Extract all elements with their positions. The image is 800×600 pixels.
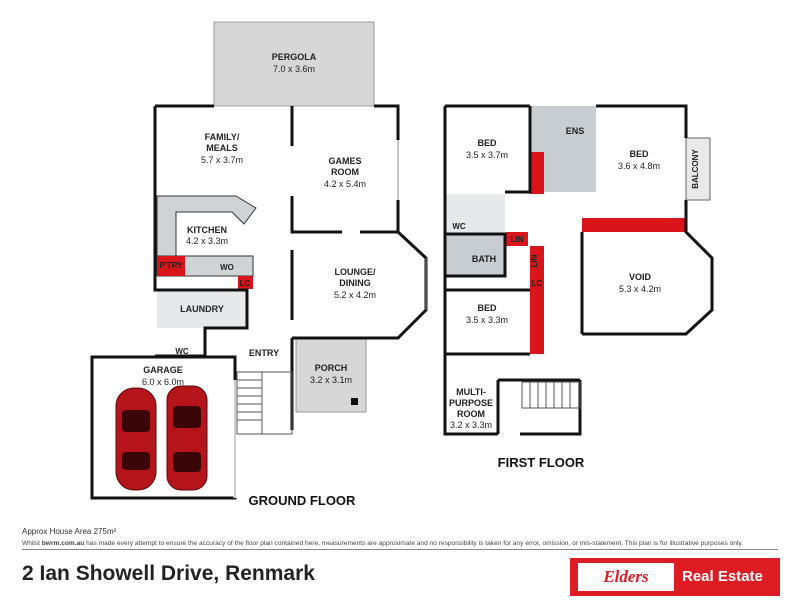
- ground-linen-block: [238, 276, 253, 289]
- wo-label: WO: [220, 263, 234, 272]
- kitchen-label: KITCHEN: [187, 225, 227, 235]
- real-estate-label: Real Estate: [682, 568, 763, 585]
- bed2-label: BED: [629, 149, 649, 159]
- ground-floor-title: GROUND FLOOR: [249, 493, 356, 508]
- multi-label: MULTI-: [456, 387, 486, 397]
- entry-label: ENTRY: [249, 348, 279, 358]
- family-label-2: MEALS: [206, 143, 238, 153]
- pergola-label: PERGOLA: [272, 52, 317, 62]
- bed3-size: 3.5 x 3.3m: [466, 315, 508, 325]
- pergola-area: [213, 21, 375, 107]
- first-floor-title: FIRST FLOOR: [498, 455, 585, 470]
- lin2-block: [530, 246, 544, 276]
- lin2-label: LIN: [530, 254, 539, 267]
- lc-label: LC: [240, 279, 251, 288]
- disclaimer: Whilst bwrm.com.au has made every attemp…: [22, 540, 743, 547]
- kitchen-size: 4.2 x 3.3m: [186, 236, 228, 246]
- family-label: FAMILY/: [205, 132, 240, 142]
- bath-floor: [445, 234, 505, 276]
- ground-wc-label: WC: [175, 347, 189, 356]
- ground-stairs: [236, 371, 293, 435]
- ground-top-wall: [155, 104, 400, 140]
- garage-cars: [115, 385, 208, 491]
- bed1-size: 3.5 x 3.7m: [466, 150, 508, 160]
- disclaimer-prefix: Whilst: [22, 540, 42, 547]
- laundry-label: LAUNDRY: [180, 304, 224, 314]
- bed3-label: BED: [477, 303, 497, 313]
- multi-label-2: PURPOSE: [449, 398, 493, 408]
- garage-label: GARAGE: [143, 365, 183, 375]
- first-lc-label: LC: [532, 279, 543, 288]
- void-label: VOID: [629, 272, 652, 282]
- porch-size: 3.2 x 3.1m: [310, 375, 352, 385]
- bath-label: BATH: [472, 254, 496, 264]
- balcony-area: [685, 137, 711, 201]
- house-area: Approx House Area 275m²: [22, 527, 117, 536]
- disclaimer-brand: bwrm.com.au: [41, 540, 85, 547]
- property-address: 2 Ian Showell Drive, Renmark: [22, 562, 315, 585]
- floor-plan: PERGOLA 7.0 x 3.6m FAMILY/ MEALS 5.7 x 3…: [90, 21, 714, 508]
- first-stairs: [521, 381, 581, 409]
- lounge-label: LOUNGE/: [334, 267, 376, 277]
- garage-size: 6.0 x 6.0m: [142, 377, 184, 387]
- games-label-2: ROOM: [331, 167, 359, 177]
- pergola-size: 7.0 x 3.6m: [273, 64, 315, 74]
- lin1-block: [506, 232, 528, 246]
- pantry-label: P'TRY: [160, 261, 184, 270]
- lounge-label-2: DINING: [339, 278, 371, 288]
- elders-logo: Elders: [578, 563, 674, 591]
- first-floor-plan: BED 3.5 x 3.7m ENS BED 3.6 x 4.8m BALCON…: [443, 104, 714, 470]
- first-inner-walls: [505, 104, 714, 336]
- porch-label: PORCH: [315, 363, 348, 373]
- lounge-size: 5.2 x 4.2m: [334, 290, 376, 300]
- elders-brand-banner: Elders Real Estate: [570, 558, 780, 596]
- void-size: 5.3 x 4.2m: [619, 284, 661, 294]
- laundry-floor: [157, 290, 247, 328]
- first-wc-label: WC: [452, 222, 466, 231]
- pantry-block: [157, 256, 185, 276]
- bed1-label: BED: [477, 138, 497, 148]
- bed2-red-wall: [582, 218, 686, 232]
- ensuite-red-wall: [530, 152, 544, 194]
- lin1-label: LIN: [511, 235, 524, 244]
- hall-walls: [445, 232, 580, 434]
- lc-first-block: [530, 276, 544, 290]
- multi-label-3: ROOM: [457, 409, 485, 419]
- games-west-wall: [290, 106, 398, 234]
- multi-size: 3.2 x 3.3m: [450, 420, 492, 430]
- ens-label: ENS: [566, 126, 585, 136]
- bed3-red-wall: [530, 290, 544, 354]
- bed2-size: 3.6 x 4.8m: [618, 161, 660, 171]
- first-wc-floor: [445, 194, 505, 234]
- elders-logo-text: Elders: [603, 567, 649, 586]
- footer-divider: [22, 549, 778, 550]
- games-size: 4.2 x 5.4m: [324, 179, 366, 189]
- ground-floor-plan: PERGOLA 7.0 x 3.6m FAMILY/ MEALS 5.7 x 3…: [90, 21, 428, 508]
- family-size: 5.7 x 3.7m: [201, 155, 243, 165]
- disclaimer-rest: has made every attempt to ensure the acc…: [84, 540, 744, 547]
- games-label: GAMES: [328, 156, 361, 166]
- balcony-label: BALCONY: [691, 149, 700, 189]
- porch-post: [351, 398, 358, 405]
